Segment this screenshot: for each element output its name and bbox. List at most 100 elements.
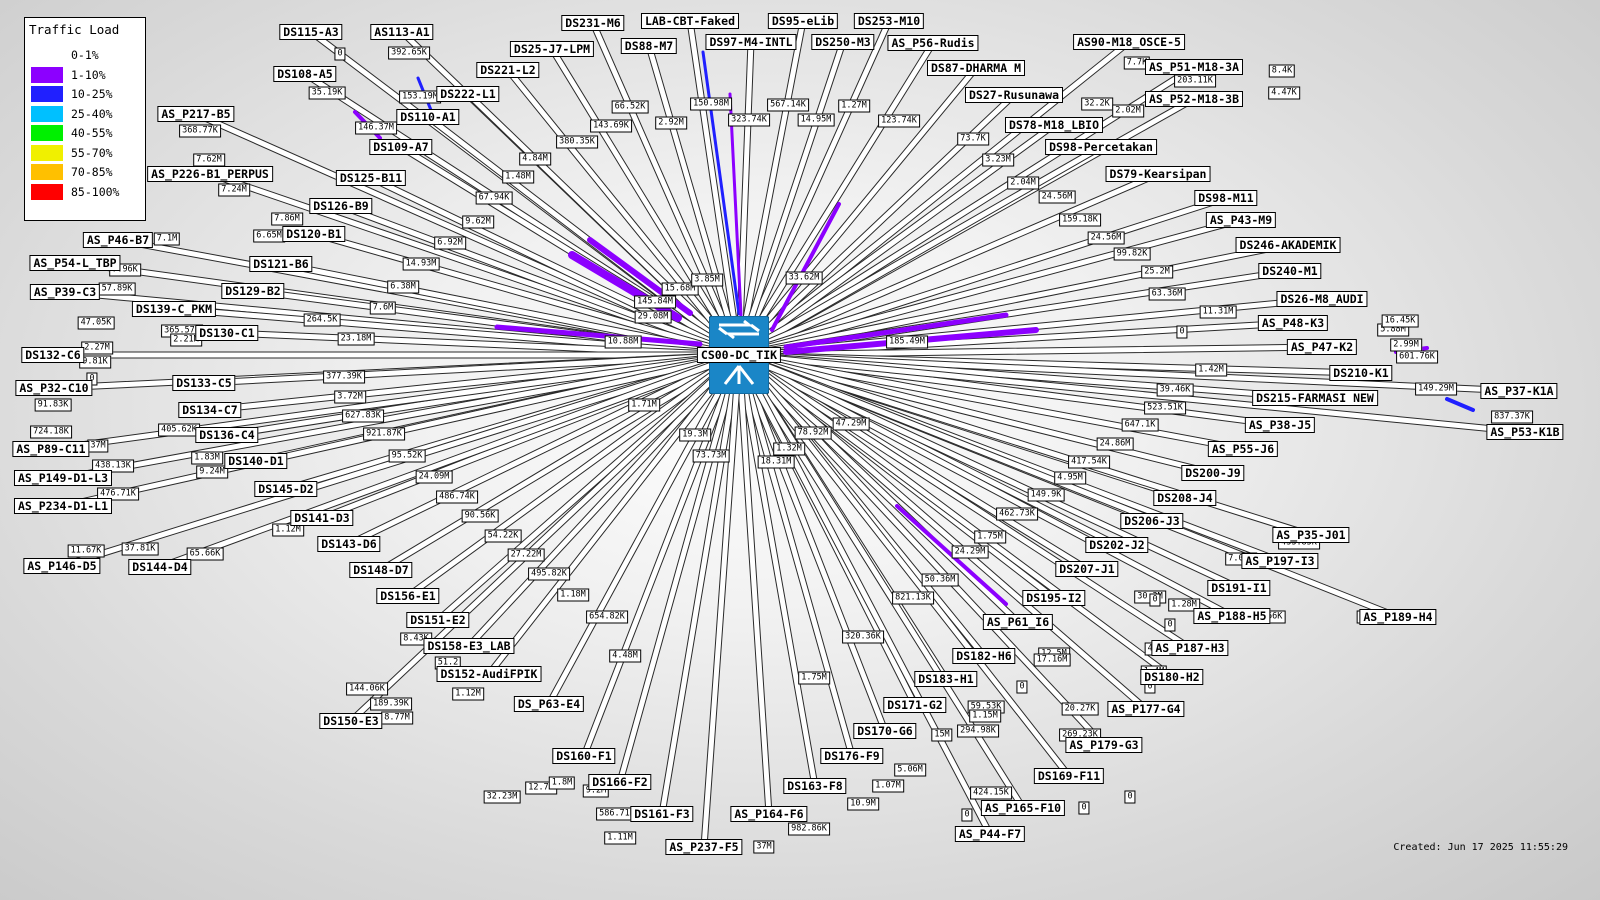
network-node[interactable]: AS113-A1 [370,24,434,40]
network-node[interactable]: DS166-F2 [588,774,652,790]
network-node[interactable]: DS221-L2 [476,62,540,78]
network-node[interactable]: AS_P52-M18-3B [1144,91,1244,107]
network-node[interactable]: DS240-M1 [1258,263,1322,279]
network-node[interactable]: DS215-FARMASI NEW [1252,390,1378,406]
network-node[interactable]: AS_P35-J01 [1272,527,1350,543]
network-node[interactable]: AS_P43-M9 [1205,212,1277,228]
network-node[interactable]: DS200-J9 [1181,465,1245,481]
network-node[interactable]: DS202-J2 [1085,537,1149,553]
network-node[interactable]: DS120-B1 [282,226,346,242]
network-node[interactable]: DS161-F3 [630,806,694,822]
network-node[interactable]: DS206-J3 [1120,513,1184,529]
network-node[interactable]: DS208-J4 [1153,490,1217,506]
network-node[interactable]: DS195-I2 [1022,590,1086,606]
network-node[interactable]: DS182-H6 [952,648,1016,664]
network-node[interactable]: DS145-D2 [254,481,318,497]
network-node[interactable]: AS_P37-K1A [1480,383,1558,399]
network-node[interactable]: DS27-Rusunawa [964,87,1064,103]
network-node[interactable]: AS_P46-B7 [82,232,154,248]
network-node[interactable]: AS_P146-D5 [23,558,101,574]
network-node[interactable]: DS110-A1 [396,109,460,125]
network-node[interactable]: AS_P217-B5 [157,106,235,122]
network-node[interactable]: AS_P179-G3 [1065,737,1143,753]
network-node[interactable]: AS_P39-C3 [29,284,101,300]
network-node[interactable]: DS246-AKADEMIK [1235,237,1341,253]
network-node[interactable]: DS139-C_PKM [131,301,217,317]
network-node[interactable]: DS95-eLib [767,13,839,29]
network-node[interactable]: DS98-Percetakan [1045,139,1157,155]
network-node[interactable]: DS134-C7 [178,402,242,418]
network-node[interactable]: AS_P54-L_TBP [29,255,121,271]
network-node[interactable]: DS160-F1 [552,748,616,764]
network-node[interactable]: DS126-B9 [309,198,373,214]
network-node[interactable]: DS141-D3 [290,510,354,526]
network-node[interactable]: DS125-B11 [335,170,407,186]
network-node[interactable]: DS136-C4 [195,427,259,443]
network-node[interactable]: DS163-F8 [783,778,847,794]
network-node[interactable]: AS_P187-H3 [1151,640,1229,656]
network-node[interactable]: DS151-E2 [406,612,470,628]
network-node[interactable]: DS191-I1 [1207,580,1271,596]
network-node[interactable]: DS25-J7-LPM [509,41,595,57]
network-node[interactable]: DS170-G6 [853,723,917,739]
network-node[interactable]: AS_P234-D1-L1 [13,498,113,514]
network-node[interactable]: AS_P237-F5 [665,839,743,855]
network-node[interactable]: DS152-AudiFPIK [436,666,542,682]
network-node[interactable]: DS143-D6 [317,536,381,552]
network-node[interactable]: DS78-M18_LBIO [1004,117,1104,133]
network-node[interactable]: DS180-H2 [1140,669,1204,685]
network-node[interactable]: AS_P149-D1-L3 [13,470,113,486]
network-node[interactable]: AS_P56-Rudis [887,35,979,51]
network-node[interactable]: DS130-C1 [195,325,259,341]
network-node[interactable]: DS26-M8_AUDI [1276,291,1368,307]
network-node[interactable]: DS88-M7 [620,38,678,54]
network-node[interactable]: DS156-E1 [376,588,440,604]
network-node[interactable]: AS_P32-C10 [15,380,93,396]
network-node[interactable]: AS_P61_I6 [982,614,1054,630]
network-node[interactable]: DS121-B6 [249,256,313,272]
network-node[interactable]: DS108-A5 [273,66,337,82]
network-node[interactable]: AS_P177-G4 [1107,701,1185,717]
network-node[interactable]: AS_P47-K2 [1286,339,1358,355]
network-node[interactable]: AS_P189-H4 [1359,609,1437,625]
network-node[interactable]: AS_P188-H5 [1193,608,1271,624]
network-node[interactable]: DS231-M6 [561,15,625,31]
network-node[interactable]: AS_P53-K1B [1486,424,1564,440]
network-node[interactable]: DS115-A3 [279,24,343,40]
network-node[interactable]: AS_P89-C11 [12,441,90,457]
network-node[interactable]: DS132-C6 [21,347,85,363]
network-node[interactable]: DS79-Kearsipan [1105,166,1211,182]
network-node[interactable]: AS_P165-F10 [980,800,1066,816]
network-node[interactable]: DS98-M11 [1194,190,1258,206]
network-node[interactable]: AS90-M18_OSCE-5 [1073,34,1185,50]
network-node[interactable]: DS140-D1 [224,453,288,469]
network-node[interactable]: DS169-F11 [1033,768,1105,784]
network-node[interactable]: AS_P55-J6 [1207,441,1279,457]
network-node[interactable]: DS148-D7 [349,562,413,578]
network-node[interactable]: DS133-C5 [172,375,236,391]
network-node[interactable]: AS_P51-M18-3A [1144,59,1244,75]
network-node[interactable]: DS176-F9 [820,748,884,764]
network-node[interactable]: DS207-J1 [1055,561,1119,577]
network-node[interactable]: DS_P63-E4 [513,696,585,712]
network-node[interactable]: AS_P226-B1_PERPUS [147,166,273,182]
network-node[interactable]: DS250-M3 [811,34,875,50]
network-node[interactable]: DS144-D4 [128,559,192,575]
network-node[interactable]: AS_P197-I3 [1241,553,1319,569]
network-node[interactable]: DS129-B2 [221,283,285,299]
network-node[interactable]: DS87-DHARMA M [926,60,1026,76]
network-node[interactable]: DS97-M4-INTL [705,34,797,50]
network-node[interactable]: AS_P38-J5 [1244,417,1316,433]
network-node[interactable]: AS_P164-F6 [730,806,808,822]
network-node[interactable]: DS253-M10 [853,13,925,29]
network-node[interactable]: DS210-K1 [1329,365,1393,381]
network-node[interactable]: DS183-H1 [914,671,978,687]
network-node[interactable]: DS109-A7 [369,139,433,155]
network-node[interactable]: DS158-E3_LAB [423,638,515,654]
network-node[interactable]: LAB-CBT-Faked [640,13,740,29]
network-node[interactable]: AS_P44-F7 [954,826,1026,842]
network-node[interactable]: AS_P48-K3 [1257,315,1329,331]
network-node[interactable]: DS222-L1 [436,86,500,102]
network-node[interactable]: DS171-G2 [883,697,947,713]
network-node[interactable]: DS150-E3 [319,713,383,729]
